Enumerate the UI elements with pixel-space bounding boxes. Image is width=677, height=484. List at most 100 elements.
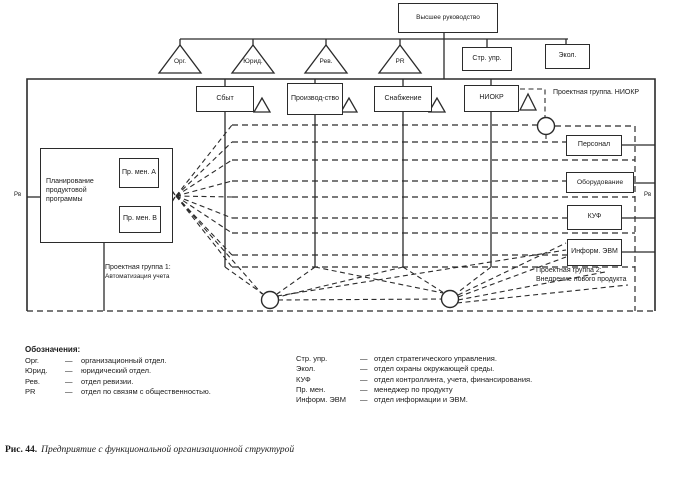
staff-triangle-jurid-icon [230, 43, 276, 74]
project-group1-title: Проектная группа 1: [105, 264, 171, 271]
service-box-equipment: Оборудование [566, 172, 634, 193]
legend-desc: отдел ревизии. [81, 376, 134, 386]
legend-abbr: Пр. мен. [296, 385, 326, 395]
legend-row: Экол. — отдел охраны окружающей среды. [296, 364, 641, 374]
group-link-line [277, 266, 404, 298]
staff-triangle-rev-icon [303, 43, 349, 74]
dept-box-rnd: НИОКР [464, 85, 519, 112]
legend-row: Юрид. — юридический отдел. [25, 366, 293, 376]
legend-desc: отдел охраны окружающей среды. [374, 364, 495, 374]
dept-box-supply-label: Снабжение [384, 94, 422, 102]
legend-abbr: Информ. ЭВМ [296, 395, 347, 405]
group-link-line [224, 266, 264, 295]
legend-dash: — [65, 366, 73, 376]
figure-caption-number: Рис. 44. [5, 445, 38, 455]
legend-left-column: Орг. — организационный отдел. Юрид. — юр… [25, 356, 293, 397]
legend-dash: — [360, 374, 368, 384]
service-box-kuf: КУФ [567, 205, 622, 230]
product-manager-a-box: Пр. мен. А [119, 158, 159, 188]
fan-line [175, 195, 233, 234]
legend-desc: юридический отдел. [81, 366, 152, 376]
legend-abbr: КУФ [296, 374, 311, 384]
service-box-kuf-label: КУФ [587, 213, 602, 221]
legend-abbr: PR [25, 387, 36, 397]
legend-dash: — [360, 364, 368, 374]
legend-dash: — [360, 385, 368, 395]
legend-abbr: Рев. [25, 376, 40, 386]
legend-desc: отдел стратегического управления. [374, 354, 497, 363]
fan-line [175, 124, 233, 197]
fan-line [175, 195, 263, 295]
staff-triangle-rev-label: Рев. [319, 58, 333, 65]
figure-caption-text: Предприятие с функциональной организацио… [41, 445, 295, 455]
group-link-line [277, 298, 443, 301]
top-management-label: Высшее руководство [416, 14, 480, 22]
legend-abbr: Экол. [296, 364, 316, 374]
legend-desc: отдел по связям с общественностью. [81, 387, 211, 397]
product-manager-b-box: Пр. мен. В [119, 206, 161, 233]
legend-row: Стр. упр. — отдел стратегического управл… [296, 354, 641, 364]
project-group-niokr-circle [536, 116, 556, 136]
fan-line [175, 141, 233, 197]
legend-row: Информ. ЭВМ — отдел информации и ЭВМ. [296, 395, 641, 405]
product-manager-a-label: Пр. мен. А [122, 168, 156, 176]
legend-desc: менеджер по продукту [374, 385, 453, 395]
planning-label: Планирование продуктовой программы [46, 178, 94, 203]
group-link-line [457, 256, 567, 298]
dept-triangle-icon [427, 96, 447, 113]
fan-line [175, 159, 233, 197]
staff-box-strategic-label: Стр. упр. [472, 54, 502, 62]
legend-abbr: Орг. [25, 356, 39, 365]
legend-dash: — [360, 354, 368, 363]
legend-abbr: Юрид. [25, 366, 48, 376]
group-link-line [314, 266, 444, 294]
dept-triangle-icon [518, 92, 538, 111]
project-group1-label: Проектная группа 1: Автоматизация учета [105, 264, 220, 281]
fan-line [175, 195, 233, 198]
legend-desc: отдел информации и ЭВМ. [374, 395, 468, 405]
right-edge-label: Рв [643, 192, 653, 198]
service-box-inform-evm-label: Информ. ЭВМ [571, 248, 618, 256]
group-link-line [276, 266, 316, 295]
staff-triangle-jurid-label: Юрид. [243, 58, 263, 65]
dept-box-rnd-label: НИОКР [479, 94, 504, 102]
fan-line [175, 180, 233, 197]
legend-title: Обозначения: [25, 345, 81, 354]
group-link-line [456, 266, 492, 294]
product-manager-b-label: Пр. мен. В [123, 215, 157, 223]
legend-row: Пр. мен. — менеджер по продукту [296, 385, 641, 395]
service-box-personnel-label: Персонал [577, 141, 611, 149]
staff-triangle-org-label: Орг. [173, 58, 187, 65]
legend-row: Рев. — отдел ревизии. [25, 377, 293, 387]
legend-dash: — [65, 387, 73, 397]
fan-line [175, 195, 233, 219]
dept-box-sales: Сбыт [196, 86, 254, 112]
legend-row: КУФ — отдел контроллинга, учета, финанси… [296, 375, 641, 385]
legend-dash: — [65, 376, 73, 386]
figure-caption: Рис. 44.Предприятие с функциональной орг… [5, 445, 294, 455]
project-group1-subtitle: Автоматизация учета [105, 272, 170, 280]
project-group2-label: Проектная группа 2: Внедрение нового про… [536, 267, 634, 285]
project-group2-title: Проектная группа 2: [536, 267, 602, 274]
left-edge-label: Рв [13, 192, 23, 198]
matrix-frame [26, 78, 656, 311]
staff-box-ecology-label: Экол. [558, 52, 577, 60]
staff-triangle-pr-icon [377, 43, 423, 74]
legend-desc: организационный отдел. [81, 356, 167, 365]
legend-dash: — [360, 395, 368, 405]
legend-desc: отдел контроллинга, учета, финансировани… [374, 374, 533, 384]
niokr-group-link [520, 88, 546, 117]
fan-line [175, 195, 233, 268]
group-link-line [456, 284, 629, 304]
service-box-inform-evm: Информ. ЭВМ [567, 239, 622, 266]
project-group1-circle [260, 290, 280, 310]
dept-triangle-icon [252, 96, 272, 113]
project-group2-subtitle: Внедрение нового продукта [536, 275, 627, 283]
legend-dash: — [65, 356, 73, 365]
dept-box-sales-label: Сбыт [216, 94, 234, 102]
staff-box-strategic: Стр. упр. [462, 47, 512, 71]
staff-triangle-pr-label: PR [395, 58, 405, 65]
project-group2-circle [440, 289, 460, 309]
